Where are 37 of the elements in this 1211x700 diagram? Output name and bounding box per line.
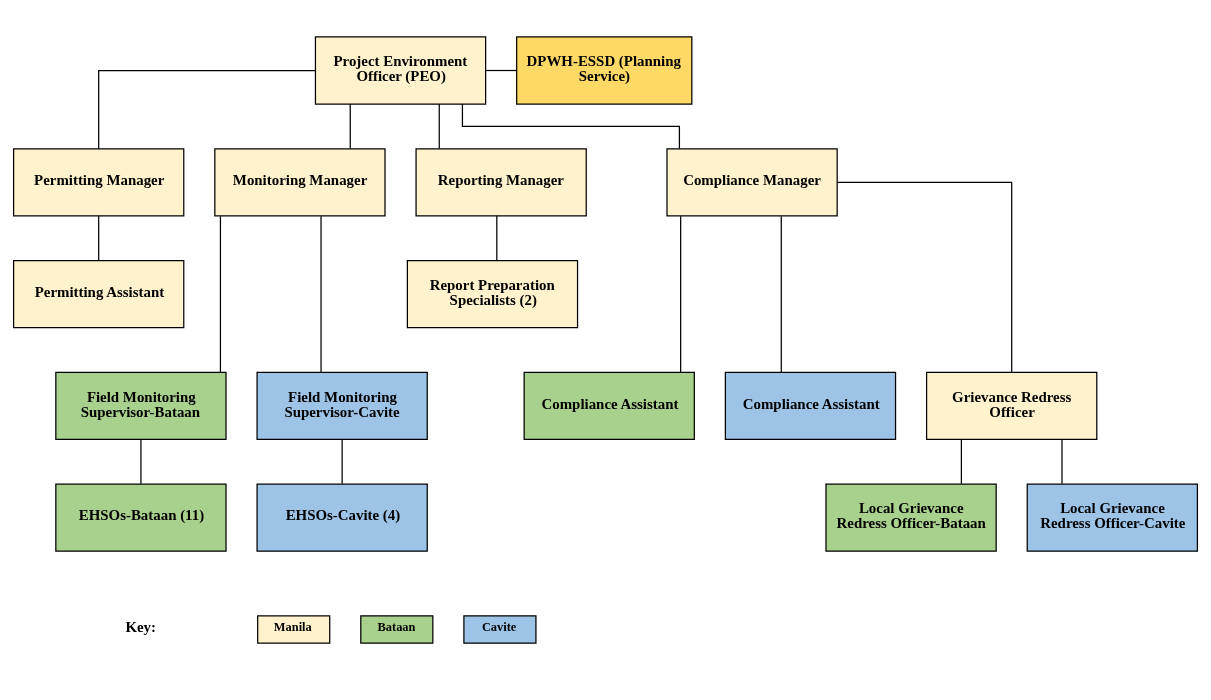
node-box: Grievance Redress Officer [926, 371, 1098, 441]
node-box: Monitoring Manager [214, 148, 386, 217]
node-box: Field Monitoring Supervisor-Bataan [55, 371, 227, 441]
node-box: Report Preparation Specialists (2) [406, 259, 579, 329]
legend-label: Cavite [481, 620, 517, 635]
connector [98, 69, 316, 150]
connector [960, 438, 962, 485]
node-box: DPWH-ESSD (Planning Service) [516, 36, 693, 105]
node-box: Compliance Assistant [523, 371, 695, 441]
node-box: Compliance Assistant [724, 371, 897, 441]
connector [485, 69, 518, 72]
node-box: EHSOs-Cavite (4) [256, 483, 428, 552]
connector [1061, 438, 1063, 485]
legend-label: Bataan [377, 620, 416, 635]
node-box: Compliance Manager [666, 148, 838, 217]
connector [780, 215, 782, 373]
label: Key: [125, 619, 156, 636]
node-box: Local Grievance Redress Officer-Cavite [1026, 483, 1198, 552]
connector [836, 181, 1013, 373]
connector [140, 438, 142, 485]
node-box: EHSOs-Bataan (11) [55, 483, 227, 552]
connector [496, 215, 498, 261]
connector [320, 215, 322, 373]
connector [98, 215, 100, 261]
legend-label: Manila [273, 620, 312, 635]
connector [438, 103, 440, 150]
node-box: Field Monitoring Supervisor-Cavite [256, 371, 428, 441]
connector [461, 103, 681, 150]
connector [349, 103, 351, 150]
node-box: Permitting Manager [13, 148, 185, 217]
connector [680, 215, 682, 373]
connector [341, 438, 343, 485]
node-box: Local Grievance Redress Officer-Bataan [825, 483, 997, 552]
node-box: Project Environment Officer (PEO) [314, 36, 487, 105]
node-box: Permitting Assistant [13, 259, 185, 329]
connector [219, 215, 222, 373]
node-box: Reporting Manager [415, 148, 587, 217]
